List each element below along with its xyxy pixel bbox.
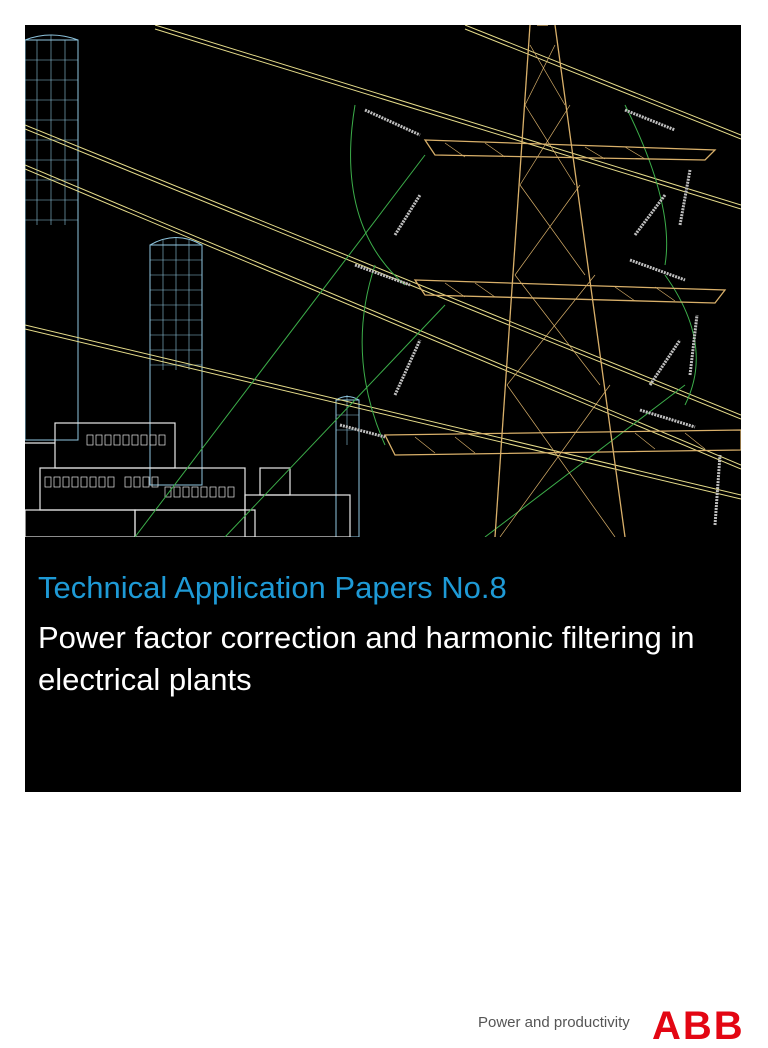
power-plant-illustration xyxy=(25,25,741,537)
pylon xyxy=(383,25,741,537)
company-tagline: Power and productivity xyxy=(478,1014,630,1031)
transmission-wires xyxy=(25,25,741,500)
document-title: Technical Application Papers No.8 xyxy=(38,570,507,605)
abb-logo: ABB xyxy=(652,1004,745,1048)
cover-panel: Technical Application Papers No.8 Power … xyxy=(25,25,741,792)
green-wires xyxy=(134,104,697,537)
plant-buildings xyxy=(25,422,351,537)
document-subtitle: Power factor correction and harmonic fil… xyxy=(38,620,695,697)
tall-chimney xyxy=(25,34,79,441)
insulators xyxy=(339,108,722,526)
